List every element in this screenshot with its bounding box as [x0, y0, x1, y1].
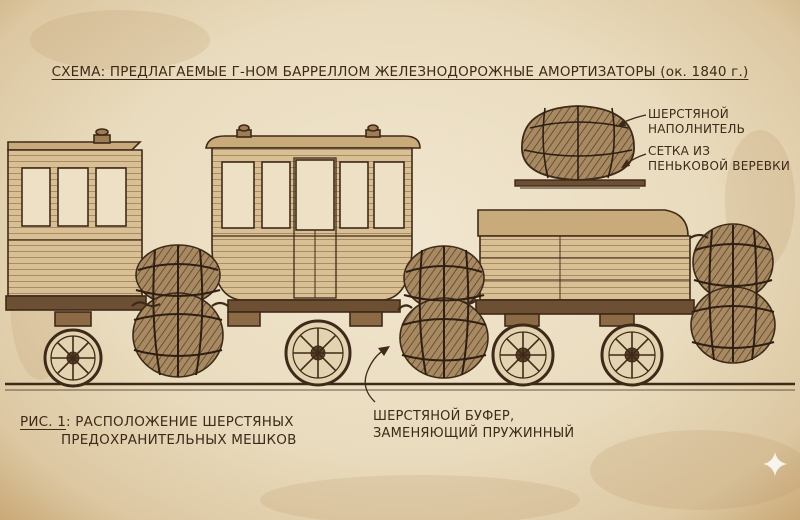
- callout-wool-filler-line: НАПОЛНИТЕЛЬ: [648, 122, 746, 136]
- tender-body: [479, 235, 691, 301]
- left-carriage-roof-knob: [95, 128, 109, 136]
- figure-caption-text-1: РАСПОЛОЖЕНИЕ ШЕРСТЯНЫХ: [70, 414, 294, 430]
- tender-lid: [477, 209, 689, 237]
- callout-wool-filler: ШЕРСТЯНОЙ НАПОЛНИТЕЛЬ: [648, 107, 745, 137]
- callout-hemp-net: СЕТКА ИЗ ПЕНЬКОВОЙ ВЕРЕВКИ: [648, 144, 790, 174]
- rail-track: [5, 382, 795, 391]
- callout-wool-filler-line: ШЕРСТЯНОЙ: [648, 107, 729, 121]
- diagram-title: СХЕМА: ПРЕДЛАГАЕМЫЕ Г-НОМ БАРРЕЛЛОМ ЖЕЛЕ…: [51, 64, 749, 80]
- leader-lines: [364, 114, 647, 403]
- detail-wool-filler: [514, 105, 646, 189]
- wheel: [284, 319, 352, 387]
- left-carriage: [5, 128, 147, 327]
- sparkle-icon: [763, 452, 787, 476]
- middle-carriage-window: [339, 161, 369, 229]
- callout-wool-buffer-line: ЗАМЕНЯЮЩИЙ ПРУЖИННЫЙ: [373, 426, 575, 441]
- figure-caption-line-1: РИС. 1: РАСПОЛОЖЕНИЕ ШЕРСТЯНЫХ: [20, 413, 297, 431]
- middle-carriage-window: [261, 161, 291, 229]
- left-carriage-roof-cap: [93, 134, 111, 144]
- middle-carriage-door-window: [295, 159, 335, 231]
- figure-caption: РИС. 1: РАСПОЛОЖЕНИЕ ШЕРСТЯНЫХ ПРЕДОХРАН…: [20, 413, 297, 449]
- left-carriage-axlebox: [54, 311, 92, 327]
- left-carriage-window: [57, 167, 89, 227]
- wheel: [43, 328, 103, 388]
- left-carriage-frame: [5, 295, 147, 311]
- wheel: [491, 323, 555, 387]
- tender-frame: [475, 299, 695, 315]
- wool-buffer-sack: [132, 244, 224, 378]
- tender-wagon: [475, 209, 695, 327]
- middle-carriage-axlebox: [227, 311, 261, 327]
- middle-carriage-roof: [205, 135, 421, 149]
- wool-buffer-sack: [399, 245, 489, 379]
- left-carriage-roof: [7, 141, 142, 151]
- middle-carriage-window: [373, 161, 405, 229]
- middle-carriage-window: [221, 161, 255, 229]
- figure-caption-text-2: ПРЕДОХРАНИТЕЛЬНЫХ МЕШКОВ: [61, 432, 297, 448]
- callout-wool-buffer-line: ШЕРСТЯНОЙ БУФЕР,: [373, 409, 515, 424]
- callout-hemp-net-line: СЕТКА ИЗ: [648, 144, 711, 158]
- figure-number: РИС. 1: [20, 414, 67, 430]
- middle-carriage: [205, 124, 421, 327]
- wheel: [600, 323, 664, 387]
- middle-carriage-axlebox: [349, 311, 383, 327]
- left-carriage-window: [95, 167, 127, 227]
- callout-wool-buffer: ШЕРСТЯНОЙ БУФЕР, ЗАМЕНЯЮЩИЙ ПРУЖИННЫЙ: [373, 408, 574, 442]
- detail-base-plate: [514, 179, 646, 187]
- coupling-chain: [131, 233, 709, 311]
- callout-hemp-net-line: ПЕНЬКОВОЙ ВЕРЕВКИ: [648, 159, 791, 173]
- left-carriage-window: [21, 167, 51, 227]
- wool-buffer-sack: [690, 223, 776, 364]
- tender-axlebox: [599, 313, 635, 327]
- detail-hemp-net: [523, 106, 633, 180]
- middle-carriage-frame: [227, 299, 401, 313]
- figure-separator: :: [66, 414, 71, 430]
- leader-wool-buffer: [364, 349, 385, 403]
